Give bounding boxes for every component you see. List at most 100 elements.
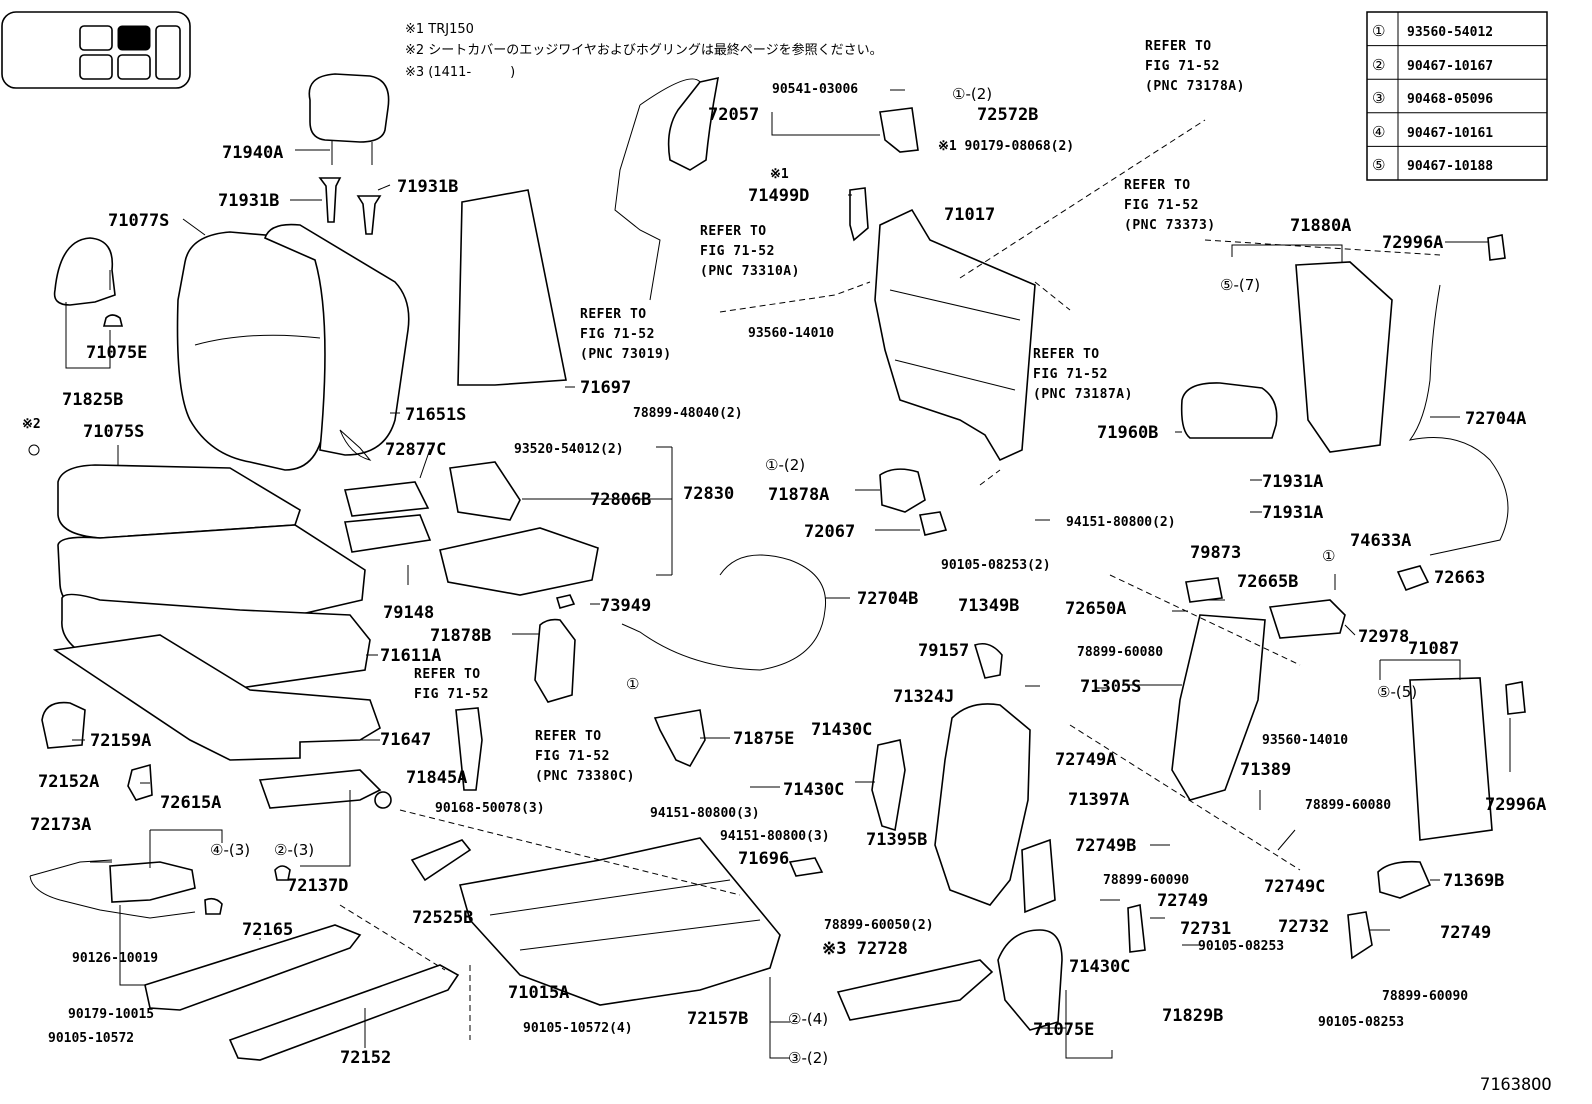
track-cover-shape[interactable] (258, 769, 382, 809)
part-label: 71389 (1240, 760, 1291, 780)
trim-cover-shape[interactable] (836, 959, 994, 1021)
part-label: 78899-48040(2) (633, 406, 743, 421)
part-label: 72159A (90, 731, 151, 751)
armrest-base-shape[interactable] (439, 527, 599, 596)
cover-plate-shape[interactable] (109, 861, 196, 903)
cover-shape[interactable] (871, 739, 906, 832)
back-board-shape[interactable] (457, 189, 567, 386)
part-label: 71825B (62, 390, 123, 410)
figure-id: 71638OO (1480, 1075, 1552, 1095)
bezel-shape[interactable] (1268, 599, 1346, 639)
side-cover-shape[interactable] (53, 237, 116, 306)
back-board-right-shape[interactable] (1295, 261, 1393, 453)
note-3: ※3 (1411- ) (405, 65, 515, 80)
clip-shape[interactable] (1396, 565, 1430, 592)
headrest-guide-shape[interactable] (318, 177, 342, 223)
legend-part: 90467-10188 (1407, 159, 1493, 174)
seatbelt-retractor-shape[interactable] (667, 76, 720, 171)
part-label: 72152 (340, 1048, 391, 1068)
cover-shape[interactable] (534, 618, 576, 703)
part-label: 72877C (385, 440, 446, 460)
callout-label: ③-(2) (788, 1049, 828, 1067)
refer-line: REFER TO (1145, 39, 1212, 54)
legend-num: ① (1372, 22, 1385, 40)
cover-shape[interactable] (879, 468, 926, 513)
refer-to-block: REFER TO FIG 71-52 (PNC 73310A) (700, 224, 800, 279)
callout-label: ⑤-(5) (1377, 683, 1417, 701)
part-label: 71075E (86, 343, 147, 363)
cover-shape[interactable] (1185, 577, 1223, 603)
bracket-shape[interactable] (1347, 911, 1373, 960)
headrest-right-shape[interactable] (1180, 382, 1278, 439)
part-label: 94151-80800(2) (1066, 515, 1176, 530)
callout-label: ②-(4) (788, 1010, 828, 1028)
bracket-shape[interactable] (849, 187, 869, 242)
seatback-frame-right-shape[interactable] (1171, 614, 1266, 801)
cup-holder-shape[interactable] (449, 461, 521, 521)
refer-line: FIG 71-52 (1145, 59, 1220, 74)
part-label: 78899-60090 (1103, 873, 1189, 888)
side-board-shape[interactable] (1409, 677, 1493, 841)
clip-shape[interactable] (788, 857, 824, 877)
seat-track-lower-shape[interactable] (228, 964, 460, 1061)
buckle-shape[interactable] (455, 707, 483, 791)
part-label: 72525B (412, 908, 473, 928)
side-shield-shape[interactable] (934, 703, 1031, 906)
clip-shape[interactable] (102, 314, 124, 327)
headrest-shape[interactable] (308, 73, 390, 143)
part-label: 71878B (430, 626, 491, 646)
part-label: 72731 (1180, 919, 1231, 939)
seatback-frame-shape[interactable] (874, 208, 1036, 462)
part-label: 72152A (38, 772, 99, 792)
part-label: 72057 (708, 105, 759, 125)
armrest-pad-shape[interactable] (343, 481, 430, 517)
seatback-cover-shape[interactable] (176, 231, 331, 471)
refer-line: (PNC 73178A) (1145, 79, 1245, 94)
callout-label: ① (626, 675, 639, 693)
part-label: 78899-60090 (1382, 989, 1468, 1004)
screw-shape[interactable] (274, 865, 291, 881)
refer-to-block: REFER TO FIG 71-52 (414, 667, 489, 702)
part-label: 90105-10572(4) (523, 1021, 633, 1036)
lever-shape[interactable] (410, 839, 472, 882)
clip-shape[interactable] (1505, 681, 1526, 715)
grommet-shape[interactable] (374, 791, 392, 809)
seat-frame-shape[interactable] (458, 837, 781, 1006)
cushion-cover-shape[interactable] (57, 464, 301, 539)
refer-line: FIG 71-52 (414, 687, 489, 702)
side-trim-shape[interactable] (997, 929, 1063, 1031)
callout-label: ① (1322, 547, 1335, 565)
bracket-shape[interactable] (1127, 904, 1146, 953)
refer-line: REFER TO (414, 667, 481, 682)
hinge-shape[interactable] (919, 511, 948, 536)
clip-shape[interactable] (555, 594, 576, 609)
part-label: 71015A (508, 983, 569, 1003)
part-label: 71397A (1068, 790, 1129, 810)
bracket-shape[interactable] (653, 709, 706, 768)
bracket-shape[interactable] (41, 701, 86, 749)
part-label: 71696 (738, 849, 789, 869)
legend-part: 90467-10161 (1407, 126, 1493, 141)
part-label: 71369B (1443, 871, 1504, 891)
seatback-cushion-shape[interactable] (264, 223, 410, 456)
seat-track-shape[interactable] (144, 924, 362, 1011)
part-label: 71878A (768, 485, 829, 505)
refer-line: (PNC 73310A) (700, 264, 800, 279)
screw-shape[interactable] (204, 897, 223, 915)
cover-shape[interactable] (974, 642, 1003, 679)
part-label: 78899-60050(2) (824, 918, 934, 933)
part-label: 71647 (380, 730, 431, 750)
cover-shape[interactable] (1021, 838, 1056, 914)
part-label: 90105-08253(2) (941, 558, 1051, 573)
cover-shape[interactable] (1377, 860, 1432, 899)
belt-guide-shape[interactable] (879, 107, 919, 153)
clip-shape[interactable] (1487, 234, 1506, 261)
armrest-pad-shape[interactable] (344, 514, 432, 553)
part-label: ※1 90179-08068(2) (938, 139, 1074, 154)
part-label: 90105-08253 (1198, 939, 1284, 954)
part-label: 71430C (811, 720, 872, 740)
part-label: 74633A (1350, 531, 1411, 551)
headrest-guide-shape[interactable] (356, 195, 382, 235)
part-label: 71931B (397, 177, 458, 197)
view-selector-icon[interactable] (1, 11, 191, 89)
